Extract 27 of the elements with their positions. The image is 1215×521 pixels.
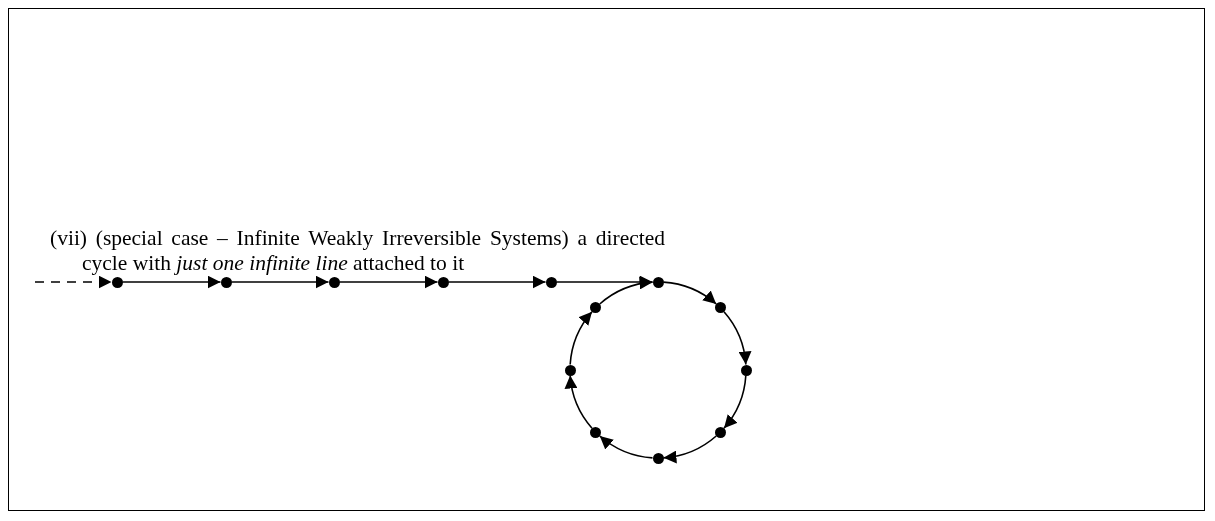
arrow xyxy=(338,275,439,289)
arrow xyxy=(723,310,751,366)
node-dot xyxy=(328,276,340,288)
arrow xyxy=(121,275,222,289)
node-dot xyxy=(564,364,576,376)
arrow xyxy=(662,435,717,463)
arrow xyxy=(599,277,654,305)
arrow xyxy=(723,374,747,430)
node-dot xyxy=(437,276,449,288)
arrow xyxy=(662,281,717,305)
node-dot xyxy=(714,426,726,438)
node-dot xyxy=(111,276,123,288)
arrow xyxy=(565,374,593,430)
arrow xyxy=(34,275,113,289)
node-dot xyxy=(714,302,726,314)
node-dot xyxy=(220,276,232,288)
note-text: (vii) (special case – Infinite Weakly Irreversible Systems) a directed cycle with just one infinite line attached to it xyxy=(50,226,665,276)
arrow xyxy=(599,435,654,459)
node-dot xyxy=(590,302,602,314)
node-dot xyxy=(652,452,664,464)
node-dot xyxy=(545,276,557,288)
node-dot xyxy=(590,426,602,438)
arrow xyxy=(569,310,593,366)
node-dot xyxy=(652,276,664,288)
node-dot xyxy=(740,364,752,376)
arrow xyxy=(447,275,547,289)
arrow xyxy=(230,275,330,289)
